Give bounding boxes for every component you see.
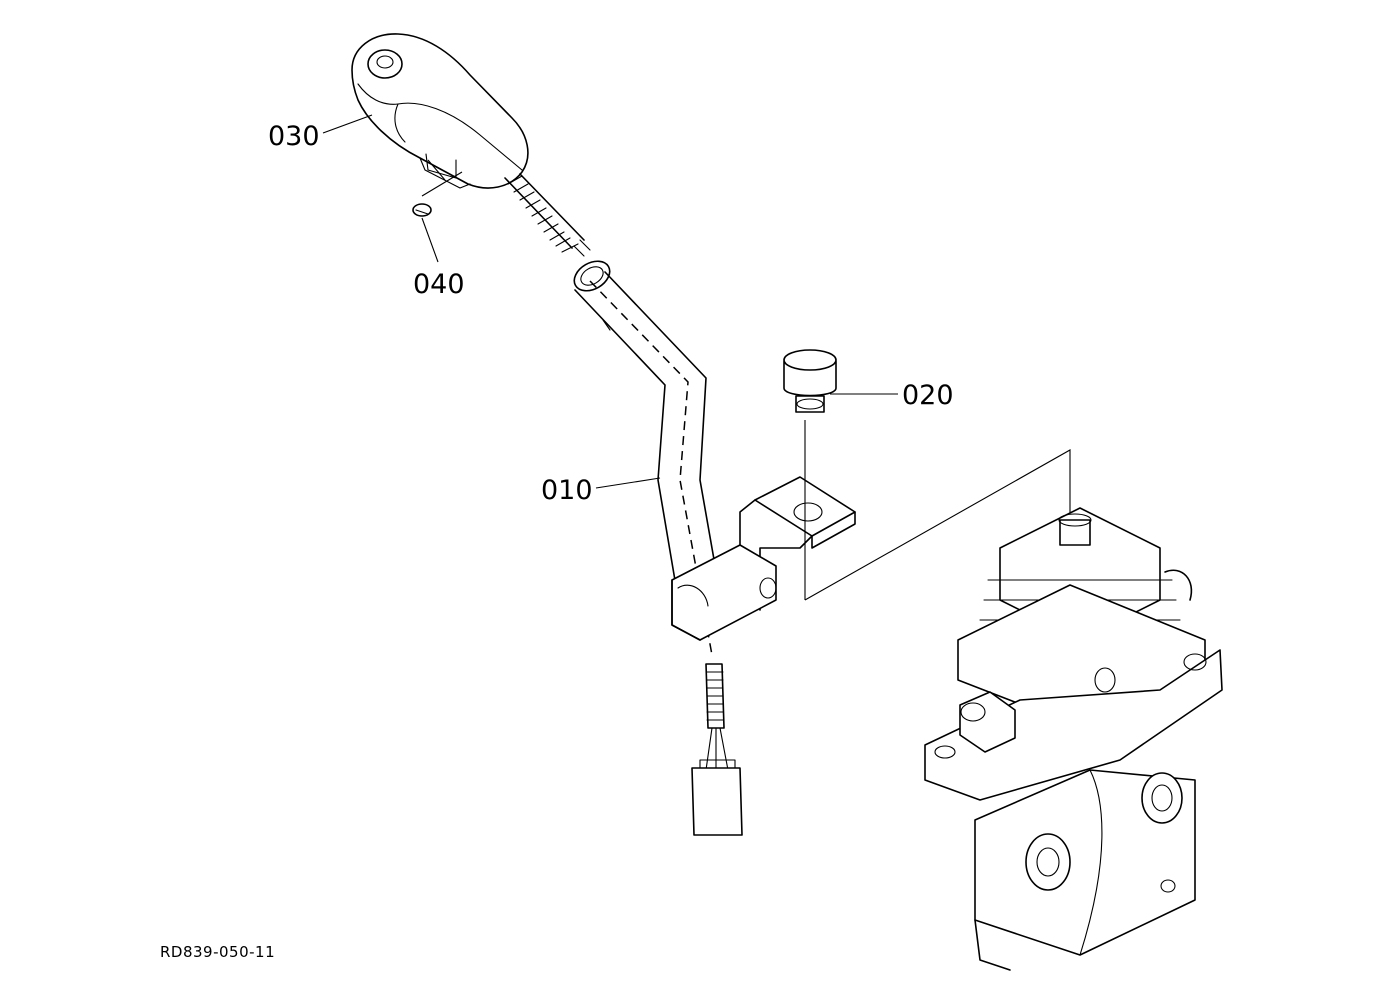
alignment-line — [804, 449, 1071, 601]
callout-040: 040 — [413, 269, 465, 300]
lever-shaft-part[interactable] — [574, 271, 723, 656]
leader-030 — [322, 114, 373, 134]
mounting-bracket — [671, 476, 856, 641]
callout-030: 030 — [268, 121, 320, 152]
drawing-number: RD839-050-11 — [160, 943, 275, 961]
set-screw-part[interactable] — [412, 159, 463, 217]
leader-040 — [421, 217, 439, 263]
grip-knob-part[interactable] — [351, 33, 529, 189]
wire-connector — [691, 663, 743, 836]
collar-ring — [573, 260, 611, 292]
plug-part[interactable] — [783, 349, 837, 600]
callout-020: 020 — [902, 380, 954, 411]
control-valve-body — [924, 507, 1223, 971]
callout-010: 010 — [541, 475, 593, 506]
leader-010 — [595, 477, 661, 489]
threaded-stem — [504, 173, 591, 257]
